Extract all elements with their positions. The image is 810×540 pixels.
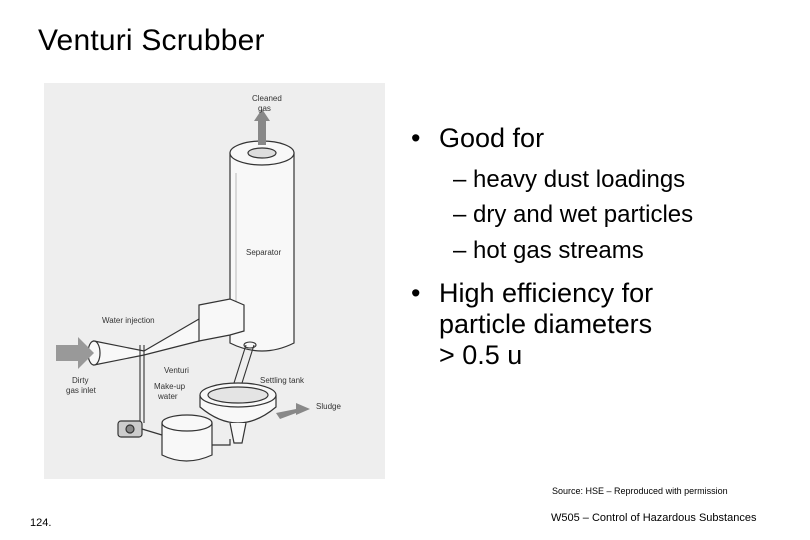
bullet-text: Good for (439, 123, 545, 153)
bullet-dot: • (411, 123, 421, 153)
cleaned-gas-arrow (254, 109, 270, 145)
page-number: 124. (30, 517, 52, 529)
label-make-up: Make-up (154, 382, 186, 391)
label-settling-tank: Settling tank (260, 376, 305, 385)
source-note: Source: HSE – Reproduced with permission (552, 486, 728, 496)
pump (117, 420, 163, 438)
label-water: water (157, 392, 178, 401)
label-sludge: Sludge (316, 402, 341, 411)
dirty-gas-arrow (56, 337, 94, 369)
venturi-scrubber-diagram: Cleaned gas Separator Water injection Ve… (44, 83, 385, 479)
bullet-line-2: particle diameters (439, 309, 653, 339)
label-gas-inlet: gas inlet (66, 386, 97, 395)
subitem-dry-wet: – dry and wet particles (453, 201, 694, 228)
label-separator: Separator (246, 248, 281, 257)
footer-course-title: W505 – Control of Hazardous Substances (551, 512, 757, 524)
diagram-svg: Cleaned gas Separator Water injection Ve… (56, 94, 341, 462)
bullet-line-1: High efficiency for (439, 278, 654, 308)
recirculation-tank (161, 414, 231, 462)
sludge-arrow (276, 403, 310, 419)
diagram-labels: Cleaned gas Separator Water injection Ve… (66, 94, 341, 411)
label-dirty: Dirty (72, 376, 88, 385)
label-water-injection: Water injection (102, 316, 155, 325)
settling-tank (199, 382, 277, 444)
label-cleaned-gas: Cleaned (252, 94, 282, 103)
subitem-heavy-dust: – heavy dust loadings (453, 166, 686, 193)
slide-title: Venturi Scrubber (38, 24, 265, 57)
water-injection-pipe (139, 345, 145, 423)
venturi-throat (87, 298, 245, 366)
bullet-line-3: > 0.5 u (439, 340, 523, 370)
subitem-hot-gas: – hot gas streams (453, 237, 644, 264)
label-venturi: Venturi (164, 366, 189, 375)
label-cleaned-gas-2: gas (258, 104, 271, 113)
bullet-dot: • (411, 278, 421, 308)
